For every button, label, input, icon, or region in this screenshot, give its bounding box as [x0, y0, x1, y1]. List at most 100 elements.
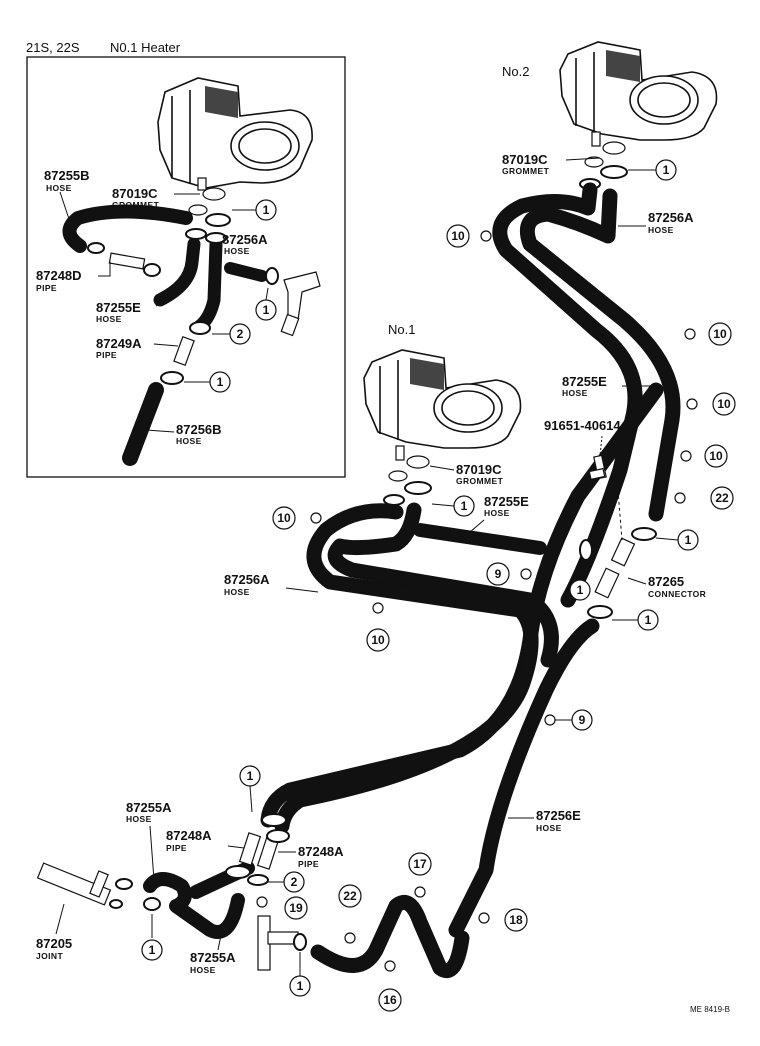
- svg-text:10: 10: [717, 397, 731, 411]
- main-clamps: [109, 527, 657, 951]
- svg-text:PIPE: PIPE: [166, 843, 187, 853]
- svg-text:87019C: 87019C: [456, 462, 502, 477]
- footer-code: ME 8419-B: [690, 1005, 730, 1014]
- main-hoses: [36, 182, 681, 979]
- svg-text:10: 10: [371, 633, 385, 647]
- svg-text:1: 1: [297, 979, 304, 993]
- svg-text:1: 1: [247, 769, 254, 783]
- svg-text:PIPE: PIPE: [36, 283, 57, 293]
- svg-text:87255E: 87255E: [484, 494, 529, 509]
- svg-text:1: 1: [663, 163, 670, 177]
- callout-10-b: 10: [684, 322, 732, 346]
- label-87256a-inset: 87256A HOSE: [222, 232, 268, 256]
- unit-label-no1: No.1: [388, 322, 415, 337]
- unit-label-no2: No.2: [502, 64, 529, 79]
- svg-text:87256B: 87256B: [176, 422, 222, 437]
- label-87255a-top: 87255A HOSE: [126, 800, 172, 881]
- callout-10-a: 10: [446, 224, 492, 248]
- inset-frame: [26, 56, 346, 478]
- svg-text:91651-40614: 91651-40614: [544, 418, 621, 433]
- svg-text:HOSE: HOSE: [176, 436, 202, 446]
- label-87255e-inset: 87255E HOSE: [96, 293, 171, 324]
- label-87256e: 87256E HOSE: [508, 808, 581, 833]
- svg-text:10: 10: [709, 449, 723, 463]
- svg-text:18: 18: [509, 913, 523, 927]
- svg-text:87256A: 87256A: [222, 232, 268, 247]
- callout-1-h: 1: [431, 495, 475, 517]
- callout-22-b: 22: [338, 884, 362, 944]
- svg-text:CONNECTOR: CONNECTOR: [648, 589, 706, 599]
- svg-text:HOSE: HOSE: [46, 183, 72, 193]
- svg-text:87255E: 87255E: [96, 300, 141, 315]
- callout-19: 19: [256, 896, 308, 920]
- svg-text:9: 9: [495, 567, 502, 581]
- callout-1-j: 1: [141, 914, 163, 961]
- svg-text:87255E: 87255E: [562, 374, 607, 389]
- callouts: 1 1 2 1 1 10 10 10 10 22 1 1 1 1 10 9 10…: [141, 159, 736, 1012]
- callout-10-e: 10: [272, 506, 322, 530]
- inset-title-heater: N0.1 Heater: [110, 40, 181, 55]
- svg-text:19: 19: [289, 901, 303, 915]
- label-87019c-no2: 87019C GROMMET: [502, 152, 601, 176]
- label-87255e-no1: 87255E HOSE: [469, 494, 529, 533]
- svg-text:GROMMET: GROMMET: [502, 166, 550, 176]
- svg-text:PIPE: PIPE: [298, 859, 319, 869]
- label-87256a-no2: 87256A HOSE: [618, 210, 694, 235]
- svg-text:87256A: 87256A: [224, 572, 270, 587]
- svg-text:HOSE: HOSE: [224, 246, 250, 256]
- callout-16: 16: [378, 960, 402, 1012]
- svg-text:HOSE: HOSE: [190, 965, 216, 975]
- svg-text:HOSE: HOSE: [562, 388, 588, 398]
- svg-text:1: 1: [577, 583, 584, 597]
- svg-text:10: 10: [277, 511, 291, 525]
- svg-text:9: 9: [579, 713, 586, 727]
- svg-text:1: 1: [263, 203, 270, 217]
- svg-text:16: 16: [383, 993, 397, 1007]
- svg-text:HOSE: HOSE: [484, 508, 510, 518]
- svg-text:JOINT: JOINT: [36, 951, 63, 961]
- label-87255a-bottom: 87255A HOSE: [190, 929, 236, 975]
- svg-text:1: 1: [645, 613, 652, 627]
- svg-text:22: 22: [343, 889, 357, 903]
- label-87255b-top: 87255B HOSE: [44, 168, 90, 229]
- svg-text:1: 1: [217, 375, 224, 389]
- svg-text:GROMMET: GROMMET: [456, 476, 504, 486]
- callout-18: 18: [478, 908, 528, 932]
- svg-text:1: 1: [461, 499, 468, 513]
- callout-22-a: 22: [674, 486, 734, 510]
- svg-text:87249A: 87249A: [96, 336, 142, 351]
- callout-2-a: 2: [212, 323, 251, 345]
- svg-text:GROMMET: GROMMET: [112, 200, 160, 210]
- callout-1-a: 1: [232, 199, 277, 221]
- label-87248a-right: 87248A PIPE: [278, 844, 344, 869]
- callout-1-k: 1: [289, 952, 311, 997]
- callout-1-e: 1: [655, 529, 699, 551]
- callout-1-i: 1: [239, 765, 261, 813]
- svg-text:87248A: 87248A: [298, 844, 344, 859]
- part-labels: 87255B HOSE 87019C GROMMET 87256A HOSE 8…: [36, 152, 706, 975]
- svg-text:HOSE: HOSE: [96, 314, 122, 324]
- svg-text:87256A: 87256A: [648, 210, 694, 225]
- label-91651: 91651-40614: [544, 418, 623, 541]
- callout-2-b: 2: [268, 871, 305, 893]
- svg-text:87255B: 87255B: [44, 168, 90, 183]
- svg-text:PIPE: PIPE: [96, 350, 117, 360]
- svg-text:87248D: 87248D: [36, 268, 82, 283]
- callout-1-g: 1: [612, 609, 659, 631]
- svg-text:2: 2: [237, 327, 244, 341]
- svg-text:1: 1: [263, 303, 270, 317]
- svg-text:87255A: 87255A: [126, 800, 172, 815]
- svg-text:87205: 87205: [36, 936, 72, 951]
- label-87256a-main: 87256A HOSE: [224, 572, 319, 597]
- svg-text:HOSE: HOSE: [126, 814, 152, 824]
- label-87256b-bottom: 87256B HOSE: [145, 422, 222, 446]
- callout-10-d: 10: [680, 444, 728, 468]
- svg-text:87019C: 87019C: [112, 186, 158, 201]
- svg-text:87019C: 87019C: [502, 152, 548, 167]
- callout-1-c: 1: [184, 371, 231, 393]
- label-87255e-main: 87255E HOSE: [562, 374, 654, 398]
- callout-17: 17: [408, 852, 432, 898]
- svg-text:87256E: 87256E: [536, 808, 581, 823]
- label-87019c-no1: 87019C GROMMET: [429, 462, 504, 486]
